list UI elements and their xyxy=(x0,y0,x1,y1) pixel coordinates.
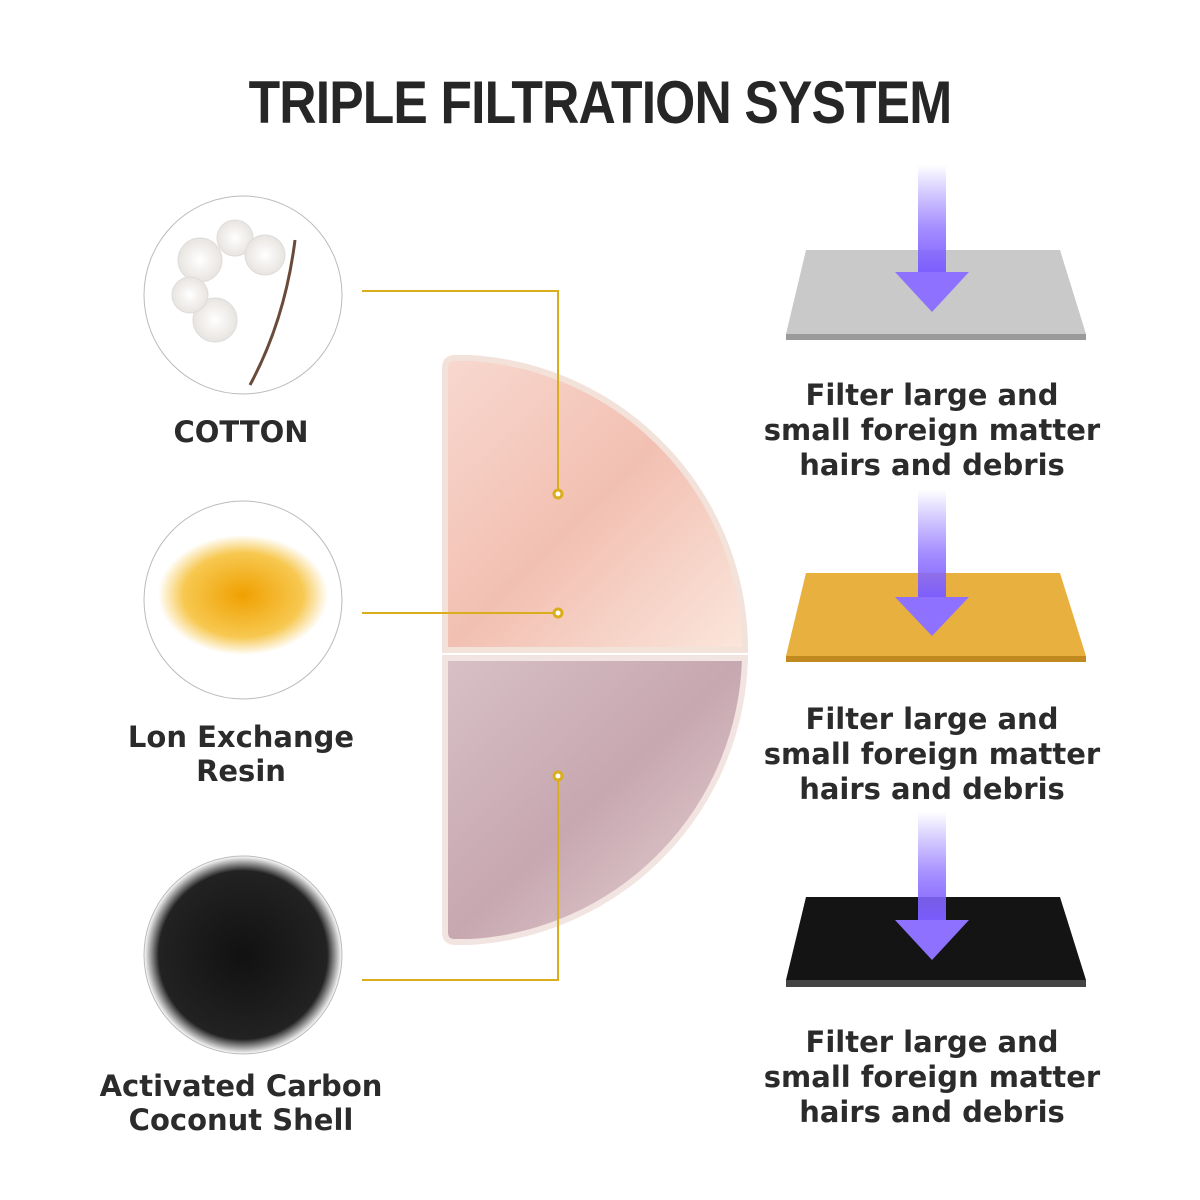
layer-description-3: Filter large and small foreign matter ha… xyxy=(752,1025,1112,1130)
leader-lines xyxy=(362,290,559,981)
label-line: Lon Exchange xyxy=(127,720,355,754)
arrow-down-icon xyxy=(895,490,969,636)
desc-line: hairs and debris xyxy=(799,448,1065,482)
leader-dots xyxy=(552,488,564,782)
layer-label-resin: Lon Exchange Resin xyxy=(61,720,421,788)
label-line: Resin xyxy=(196,754,286,788)
layer-label-cotton: COTTON xyxy=(61,415,421,449)
desc-line: hairs and debris xyxy=(799,1095,1065,1129)
page-title: TRIPLE FILTRATION SYSTEM xyxy=(248,69,953,136)
desc-line: small foreign matter xyxy=(763,737,1101,771)
arrow-down-icon xyxy=(895,812,969,960)
cotton-image xyxy=(143,195,343,395)
desc-line: Filter large and xyxy=(805,378,1059,412)
label-line: Coconut Shell xyxy=(128,1103,354,1137)
layer-description-2: Filter large and small foreign matter ha… xyxy=(752,702,1112,807)
desc-line: hairs and debris xyxy=(799,772,1065,806)
label-line: COTTON xyxy=(173,415,309,449)
desc-line: small foreign matter xyxy=(763,413,1101,447)
arrow-down-icon xyxy=(895,165,969,312)
desc-line: Filter large and xyxy=(805,702,1059,736)
layer-label-carbon: Activated Carbon Coconut Shell xyxy=(61,1069,421,1137)
desc-line: small foreign matter xyxy=(763,1060,1101,1094)
filter-cartridge xyxy=(442,355,749,945)
desc-line: Filter large and xyxy=(805,1025,1059,1059)
layer-description-1: Filter large and small foreign matter ha… xyxy=(752,378,1112,483)
carbon-image xyxy=(143,855,343,1055)
resin-image xyxy=(143,500,343,700)
label-line: Activated Carbon xyxy=(99,1069,383,1103)
